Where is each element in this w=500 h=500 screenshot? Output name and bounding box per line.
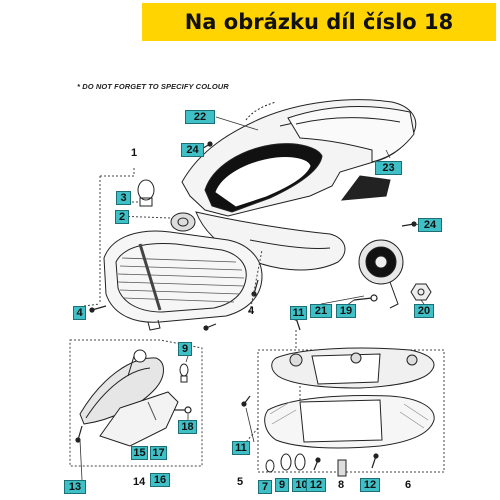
label-14: 14: [133, 476, 146, 488]
callout-17[interactable]: 17: [150, 446, 167, 460]
tail-lens-part: [264, 395, 435, 449]
callout-12-a[interactable]: 12: [306, 478, 326, 492]
bulb-holder-part: [137, 179, 155, 207]
colour-note: * DO NOT FORGET TO SPECIFY COLOUR: [77, 82, 229, 91]
callout-22[interactable]: 22: [185, 110, 215, 124]
tail-lamp-housing-part: [271, 347, 435, 389]
callout-20[interactable]: 20: [414, 304, 434, 318]
callout-24-right[interactable]: 24: [418, 218, 442, 232]
lamp-bulbs-part: [265, 453, 347, 477]
callout-24-top[interactable]: 24: [181, 143, 204, 157]
callout-11-bottom[interactable]: 11: [232, 441, 250, 455]
label-6: 6: [405, 479, 412, 491]
callout-15[interactable]: 15: [131, 446, 148, 460]
banner-title: Na obrázku díl číslo 18: [184, 10, 454, 34]
callout-2[interactable]: 2: [115, 210, 129, 224]
label-8: 8: [338, 479, 345, 491]
callout-13[interactable]: 13: [64, 480, 86, 494]
callout-12-b[interactable]: 12: [360, 478, 380, 492]
bulb-part: [179, 363, 189, 383]
callout-11-top[interactable]: 11: [290, 306, 307, 320]
label-1: 1: [131, 147, 138, 159]
nut-part: [410, 283, 432, 301]
callout-9-bottom[interactable]: 9: [275, 478, 289, 492]
callout-16[interactable]: 16: [150, 473, 170, 487]
callout-19[interactable]: 19: [336, 304, 356, 318]
label-5: 5: [237, 476, 244, 488]
callout-7[interactable]: 7: [258, 480, 272, 494]
callout-3[interactable]: 3: [116, 191, 131, 205]
callout-21[interactable]: 21: [310, 304, 332, 318]
part-number-banner: Na obrázku díl číslo 18: [142, 3, 496, 41]
lamp-cover-part: [103, 230, 263, 331]
turn-signal-lens-part: [79, 349, 179, 447]
callout-18[interactable]: 18: [178, 420, 197, 434]
horn-part: [358, 239, 404, 309]
bracket-part: [170, 212, 196, 232]
windshield-part: [287, 106, 415, 163]
label-4-mid: 4: [248, 305, 255, 317]
callout-4-left[interactable]: 4: [73, 306, 86, 320]
callout-23[interactable]: 23: [375, 161, 402, 175]
callout-9[interactable]: 9: [178, 342, 192, 356]
